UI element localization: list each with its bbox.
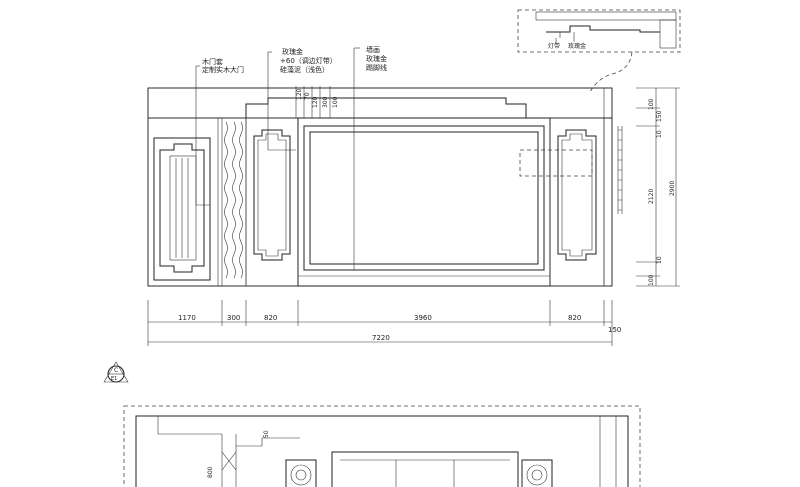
label-custom-door: 定制实木大门 — [202, 65, 244, 74]
detail-label-rose-gold: 玫瑰金 — [568, 42, 586, 50]
annotation-middle: 玫瑰金 +60（调边灯带） 硅藻泥（浅色） — [267, 47, 337, 151]
section-symbol: C E1 — [103, 361, 129, 383]
ceiling-step-dims: 120 70 120 300 100 — [295, 86, 339, 118]
dim-door-width: 1170 — [178, 314, 196, 322]
plan-dim-800: 800 — [207, 466, 214, 478]
dim-ceiling-2: 70 — [304, 92, 311, 100]
label-diatom-mud: 硅藻泥（浅色） — [280, 65, 329, 74]
dim-v2: 150 — [656, 110, 663, 122]
wall-elevation — [147, 87, 623, 287]
vertical-dimensions: 100 150 10 2120 10 100 2900 — [636, 87, 680, 287]
dim-right-panel-width: 820 — [568, 314, 581, 322]
dim-v5: 10 — [656, 256, 663, 264]
dim-left-panel-width: 820 — [264, 314, 277, 322]
dim-end-width: 150 — [608, 326, 621, 334]
section-symbol-top: C — [114, 367, 118, 374]
detail-label-light-strip: 灯带 — [548, 42, 560, 50]
dim-total-width: 7220 — [372, 334, 390, 342]
right-stone-panel — [549, 117, 605, 287]
bottom-plan-view: 50 800 — [123, 405, 641, 487]
dim-v4: 2120 — [648, 189, 655, 204]
section-symbol-bottom: E1 — [111, 376, 117, 382]
central-wall-frame — [297, 117, 551, 287]
annotation-left: 木门套 定制实木大门 — [195, 57, 244, 206]
plan-dim-50: 50 — [263, 430, 270, 438]
label-skirting: 踢脚线 — [366, 63, 387, 72]
dim-v3: 10 — [656, 130, 663, 138]
dim-ceiling-4: 300 — [322, 96, 329, 108]
dim-v1: 100 — [648, 98, 655, 110]
dim-v6: 100 — [648, 274, 655, 286]
label-mural: 墙画 — [366, 45, 380, 54]
door-frame — [153, 137, 211, 281]
door-wall-panel — [147, 117, 219, 287]
dim-v-total: 2900 — [669, 181, 676, 196]
label-door-casing: 木门套 — [202, 57, 223, 66]
dim-ceiling-1: 120 — [296, 88, 303, 100]
label-rose-gold-mid: 玫瑰金 — [282, 47, 303, 56]
ceiling-detail-section: 灯带 玫瑰金 — [517, 9, 681, 93]
dim-ceiling-5: 100 — [332, 96, 339, 108]
annotation-right: 墙画 玫瑰金 踢脚线 — [353, 45, 387, 270]
label-light-strip: +60（调边灯带） — [280, 56, 337, 65]
door-leaf — [159, 143, 205, 273]
dim-center-width: 3960 — [414, 314, 432, 322]
dim-strip-width: 300 — [227, 314, 240, 322]
horizontal-dimensions: 1170 300 820 3960 820 150 7220 — [147, 300, 621, 346]
label-rose-gold-right: 玫瑰金 — [366, 54, 387, 63]
dim-ceiling-3: 120 — [312, 96, 319, 108]
